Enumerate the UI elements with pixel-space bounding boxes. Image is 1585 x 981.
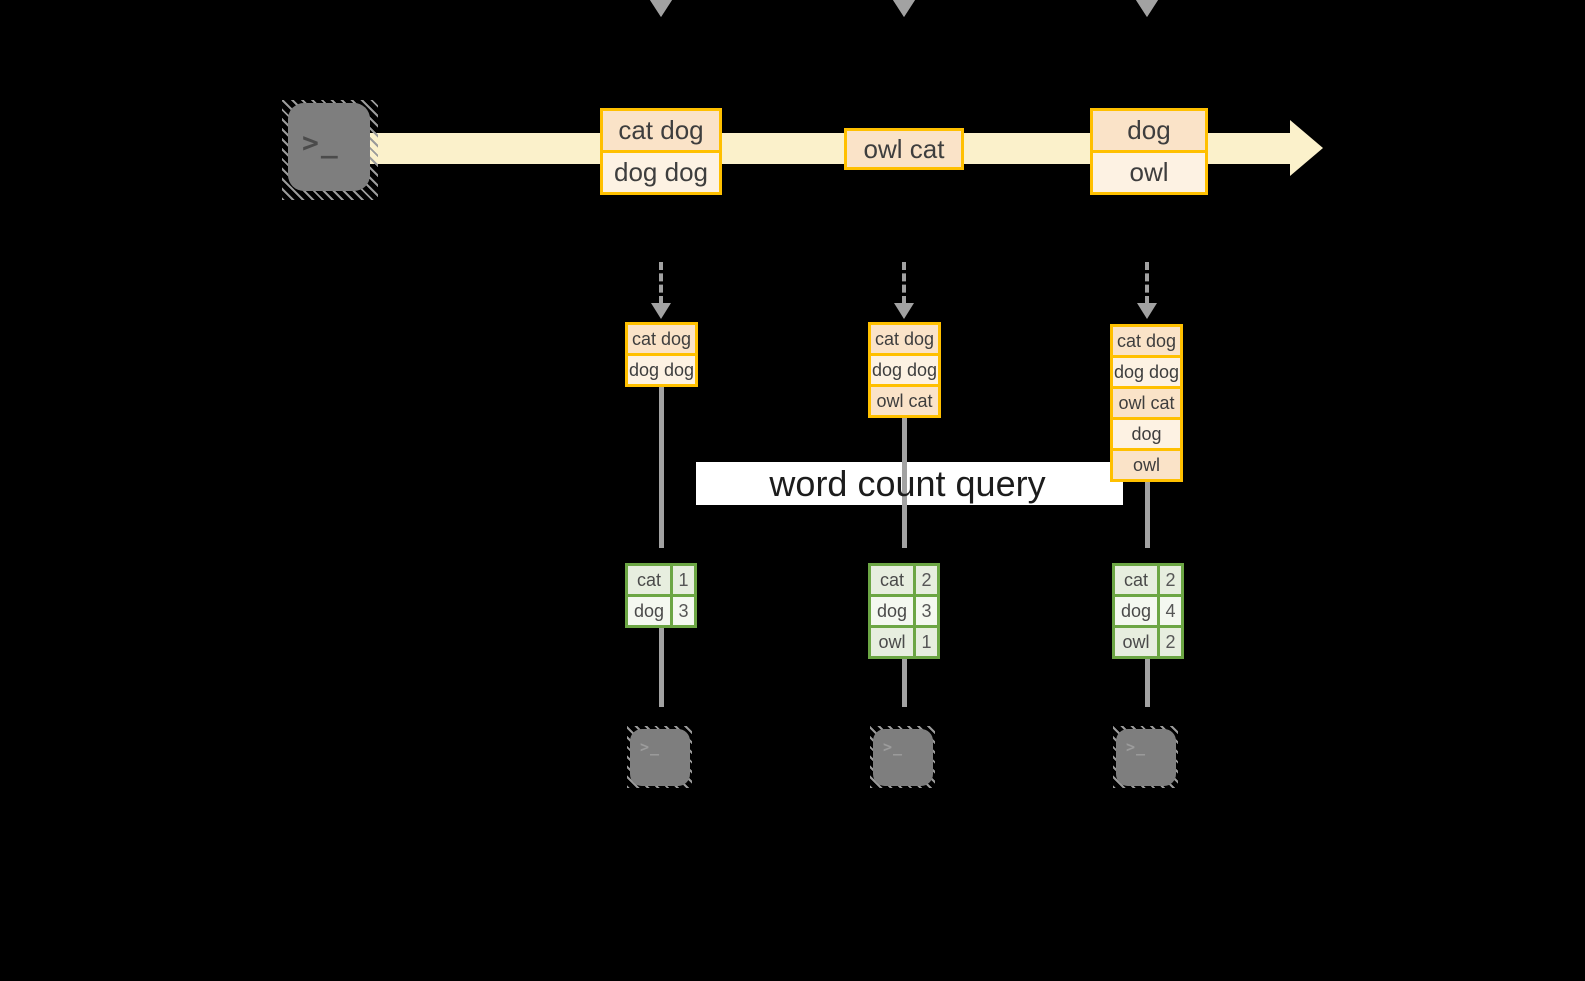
count-cell: 2 — [1165, 632, 1176, 652]
counts-table-2: cat 2 dog 3 owl 1 — [868, 563, 940, 659]
source-terminal-icon — [288, 103, 370, 191]
table-row: cat 2 — [871, 566, 937, 594]
state-line: cat dog — [628, 325, 695, 353]
state-line: dog dog — [1113, 355, 1180, 386]
arrow — [659, 387, 664, 548]
table-row: cat 1 — [628, 566, 694, 594]
state-box-3: cat dog dog dog owl cat dog owl — [1110, 324, 1183, 482]
count-cell: 2 — [921, 570, 932, 590]
word-cell: dog — [628, 597, 673, 625]
state-box-2: cat dog dog dog owl cat — [868, 322, 941, 418]
word-cell: owl — [871, 628, 916, 656]
stream-batch-1: cat dog dog dog — [600, 108, 722, 195]
dashed-arrowhead-icon — [1137, 303, 1157, 319]
terminal-prompt-icon: >_ — [883, 738, 904, 756]
batch-line: cat dog — [603, 111, 719, 150]
batch-line: owl — [1093, 150, 1205, 192]
table-row: owl 2 — [1115, 625, 1181, 656]
query-label: word count query — [769, 463, 1046, 504]
word-cell: owl — [1115, 628, 1160, 656]
terminal-prompt-icon: >_ — [640, 738, 661, 756]
terminal-prompt-icon: >_ — [1126, 738, 1147, 756]
batch-line: owl cat — [847, 131, 961, 167]
state-line: owl cat — [871, 384, 938, 415]
word-cell: dog — [1115, 597, 1160, 625]
word-cell: cat — [1115, 566, 1160, 594]
arrow — [902, 418, 907, 548]
dashed-arrowhead-icon — [651, 303, 671, 319]
arrow — [659, 628, 664, 707]
state-line: owl cat — [1113, 386, 1180, 417]
table-row: dog 3 — [871, 594, 937, 625]
table-row: owl 1 — [871, 625, 937, 656]
dashed-arrowhead-icon — [894, 303, 914, 319]
arrow — [1145, 482, 1150, 548]
state-line: owl — [1113, 448, 1180, 479]
arrowhead-icon — [1136, 0, 1158, 17]
arrowhead-icon — [893, 0, 915, 17]
word-cell: cat — [871, 566, 916, 594]
table-row: dog 3 — [628, 594, 694, 625]
state-line: cat dog — [871, 325, 938, 353]
stream-batch-3: dog owl — [1090, 108, 1208, 195]
sink-terminal-icon — [873, 729, 933, 786]
count-cell: 4 — [1165, 601, 1176, 621]
count-cell: 3 — [678, 601, 689, 621]
terminal-prompt-icon: >_ — [302, 126, 340, 159]
word-cell: dog — [871, 597, 916, 625]
counts-table-1: cat 1 dog 3 — [625, 563, 697, 628]
arrowhead-icon — [650, 0, 672, 17]
sink-terminal-icon — [1116, 729, 1176, 786]
table-row: dog 4 — [1115, 594, 1181, 625]
arrow — [902, 659, 907, 707]
state-line: cat dog — [1113, 327, 1180, 355]
table-row: cat 2 — [1115, 566, 1181, 594]
arrow — [1145, 659, 1150, 707]
state-line: dog dog — [871, 353, 938, 384]
state-line: dog dog — [628, 353, 695, 384]
stream-batch-2: owl cat — [844, 128, 964, 170]
state-line: dog — [1113, 417, 1180, 448]
word-cell: cat — [628, 566, 673, 594]
dashed-arrow — [1145, 262, 1149, 304]
batch-line: dog dog — [603, 150, 719, 192]
state-box-1: cat dog dog dog — [625, 322, 698, 387]
dashed-arrow — [902, 262, 906, 304]
count-cell: 1 — [921, 632, 932, 652]
counts-table-3: cat 2 dog 4 owl 2 — [1112, 563, 1184, 659]
sink-terminal-icon — [630, 729, 690, 786]
dashed-arrow — [659, 262, 663, 304]
query-band — [696, 462, 1123, 505]
count-cell: 3 — [921, 601, 932, 621]
stream-arrowhead-icon — [1290, 120, 1323, 176]
count-cell: 1 — [678, 570, 689, 590]
count-cell: 2 — [1165, 570, 1176, 590]
batch-line: dog — [1093, 111, 1205, 150]
